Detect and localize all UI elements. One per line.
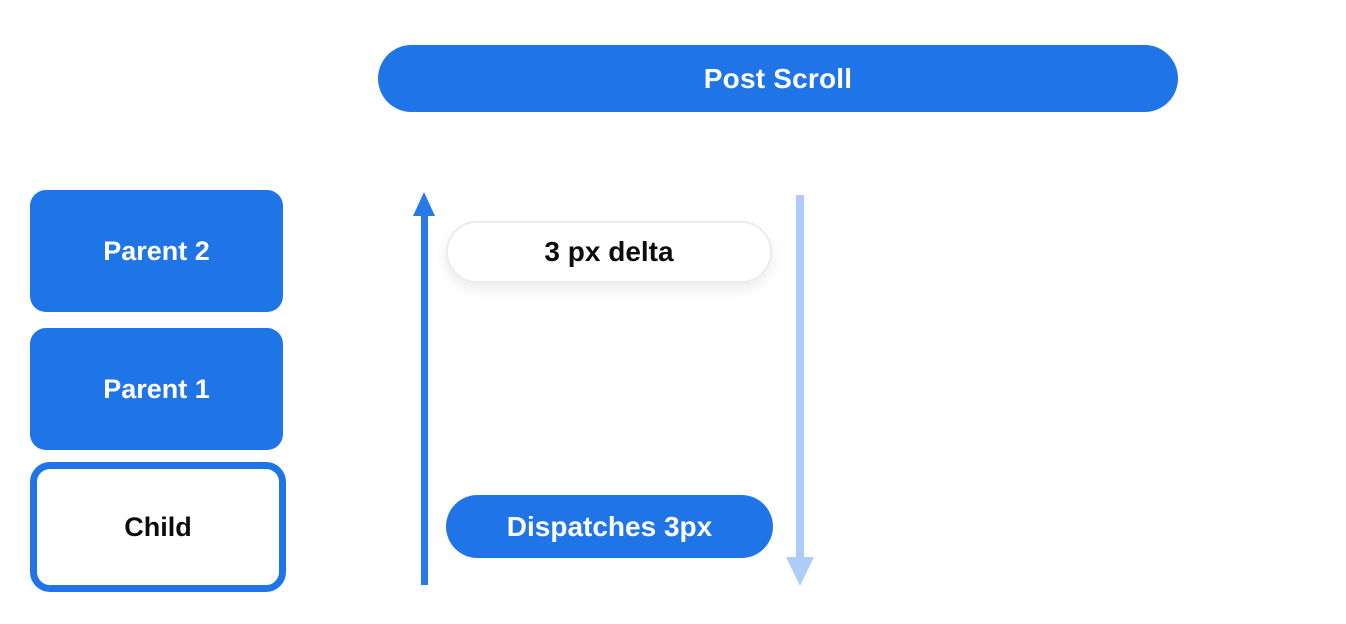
parent-1-label: Parent 1 xyxy=(103,373,210,404)
dispatch-badge: Dispatches 3px xyxy=(446,495,773,558)
dispatch-badge-label: Dispatches 3px xyxy=(506,510,713,542)
child-node: Child xyxy=(30,462,286,592)
post-scroll-label: Post Scroll xyxy=(703,62,853,94)
delta-badge-label: 3 px delta xyxy=(544,236,674,267)
parent-2-node: Parent 2 xyxy=(30,190,283,312)
up-arrow-head xyxy=(413,192,435,216)
up-arrow-line xyxy=(421,214,428,585)
parent-1-node: Parent 1 xyxy=(30,328,283,450)
down-arrow-head xyxy=(786,557,814,586)
post-scroll-banner: Post Scroll xyxy=(378,45,1178,112)
delta-badge: 3 px delta xyxy=(446,221,772,283)
child-label: Child xyxy=(124,511,192,542)
down-arrow-line xyxy=(796,195,804,557)
parent-2-label: Parent 2 xyxy=(103,235,210,266)
